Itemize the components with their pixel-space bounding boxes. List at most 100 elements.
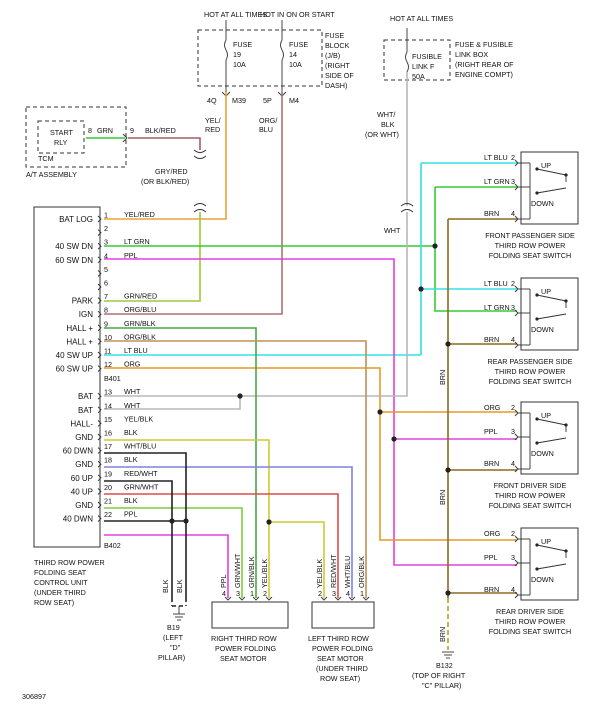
b19-label: (LEFT: [163, 633, 184, 642]
fuse-19-number: 19: [233, 50, 241, 59]
motor-pin-chevron: [265, 596, 273, 601]
wire-wht-pin14: [104, 396, 241, 410]
pin-number: 12: [104, 360, 112, 369]
pin-wire-label: BLK: [124, 428, 138, 437]
link-box-label: (RIGHT REAR OF: [455, 60, 514, 69]
fusible-link-label: 50A: [412, 72, 425, 81]
switch-box: [520, 277, 579, 351]
pin-wire-label: BLK: [124, 455, 138, 464]
motor-pin-number: 4: [222, 589, 226, 598]
wire-org-run: [104, 367, 517, 541]
wire-org-blk-run: [104, 340, 367, 598]
switch-box: [520, 151, 579, 225]
wire-yel-red-label: YEL/: [205, 116, 221, 125]
wire-wht-blk-label: WHT/: [377, 110, 395, 119]
wire-grn-wht-run: [104, 507, 243, 598]
wire-break-symbol: [400, 203, 414, 213]
pin-chevron: [97, 474, 102, 482]
motor-pin-number: 3: [332, 589, 336, 598]
connector-b401: B401: [104, 374, 121, 383]
pin-name: 60 UP: [71, 474, 93, 483]
gry-red-label: (OR BLK/RED): [141, 177, 189, 186]
ground-icon: [442, 651, 454, 659]
motor-pin-chevron: [252, 596, 260, 601]
pin-wire-label: ORG/BLU: [124, 305, 156, 314]
motor-wire-label: RED/WHT: [329, 554, 338, 588]
tcm-group: START RLY TCM A/T ASSEMBLY 8 GRN 9 BLK/R…: [25, 106, 207, 213]
wire-wht-run: [104, 212, 408, 397]
left-motor-label: (UNDER THIRD: [316, 664, 368, 673]
switch-label: THIRD ROW POWER: [495, 367, 566, 376]
switch-wire-label: BRN: [484, 335, 499, 344]
brn-bus-label: BRN: [438, 490, 447, 505]
wire-lt-grn-bus: [434, 187, 517, 312]
pin-number: 20: [104, 483, 112, 492]
motor-wire-label: WHT/BLU: [343, 556, 352, 588]
b19-label: PILLAR): [158, 653, 185, 662]
tcm-wire-blk-red: BLK/RED: [145, 126, 176, 135]
pin-name: 60 SW UP: [56, 365, 93, 374]
fuse-block-label-line: BLOCK: [325, 41, 350, 50]
b132-label: (TOP OF RIGHT: [412, 671, 466, 680]
link-box-label: FUSE & FUSIBLE: [455, 40, 513, 49]
wire-wht-blk-label: BLK: [381, 120, 395, 129]
control-unit-label: THIRD ROW POWER FOLDING SEAT CONTROL UNI…: [34, 558, 105, 607]
switch-box: [520, 401, 579, 475]
left-motor-label: POWER FOLDING: [312, 644, 374, 653]
pin-wire-label: YEL/BLK: [124, 414, 153, 423]
switch-pin-number: 3: [511, 177, 515, 186]
switch-down-label: DOWN: [531, 449, 554, 458]
switch-label: FRONT PASSENGER SIDE: [485, 231, 575, 240]
switch-wire-label: BRN: [484, 209, 499, 218]
junction-dot: [432, 243, 438, 249]
pin-number: 17: [104, 442, 112, 451]
pin-m4: M4: [289, 96, 299, 105]
b132-wire-label: BRN: [438, 627, 447, 642]
pin-number: 22: [104, 510, 112, 519]
switch-wire-label: LT GRN: [484, 177, 510, 186]
wire-yel-blk-left: [269, 521, 325, 598]
switch-pin-chevron: [514, 535, 519, 543]
pin-chevron: [97, 351, 102, 359]
right-motor-label: SEAT MOTOR: [220, 654, 267, 663]
tcm-pin-9: 9: [130, 126, 134, 135]
b132-label: "C" PILLAR): [422, 681, 461, 690]
pin-wire-label: LT GRN: [124, 237, 150, 246]
pin-name: 60 DWN: [63, 447, 93, 456]
wire-break-symbol: [193, 203, 207, 213]
switch-label: THIRD ROW POWER: [495, 491, 566, 500]
fusible-link-label: FUSIBLE: [412, 52, 442, 61]
b19-wire-label: BLK: [161, 579, 170, 593]
pin-wire-label: ORG: [124, 360, 141, 369]
motor-pin-number: 2: [263, 589, 267, 598]
switch-wire-label: PPL: [484, 427, 498, 436]
switch-pin-number: 2: [511, 279, 515, 288]
fuse-19-symbol: [224, 39, 228, 61]
wire-yel-red-label: RED: [205, 125, 220, 134]
motor-pin-number: 1: [250, 589, 254, 598]
pin-name: 40 UP: [71, 487, 93, 496]
pin-number: 13: [104, 388, 112, 397]
pin-name: PARK: [72, 297, 94, 306]
pin-name: 40 SW UP: [56, 351, 93, 360]
connector-chevron: [122, 133, 128, 143]
ground-b132-group: BRN B132 (TOP OF RIGHT "C" PILLAR): [412, 627, 466, 690]
control-unit-label-line: (UNDER THIRD: [34, 588, 86, 597]
right-motor-box: [211, 601, 289, 629]
wire-org-blu-label: ORG/: [259, 116, 277, 125]
gry-red-label: GRY/RED: [155, 167, 188, 176]
pin-chevron: [97, 420, 102, 427]
tcm-label: TCM: [38, 154, 54, 163]
pin-chevron: [97, 283, 102, 291]
switch-box: [520, 527, 579, 601]
pin-chevron: [97, 365, 102, 372]
motor-pin-number: 2: [318, 589, 322, 598]
switch-pin-chevron: [514, 559, 519, 567]
motor-pin-chevron: [348, 596, 356, 601]
switch-pin-chevron: [514, 591, 519, 599]
